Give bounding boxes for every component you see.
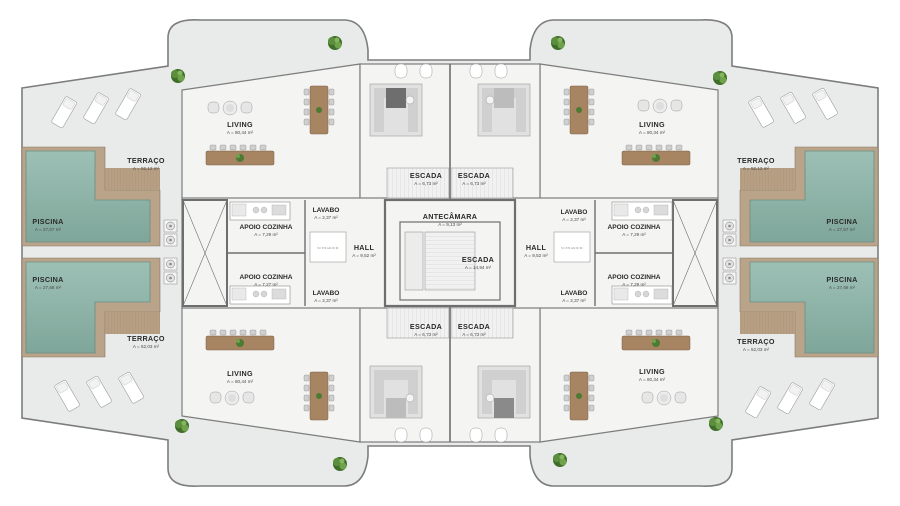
stairs — [386, 167, 514, 339]
area-escada-se: A = 6,73 m² — [462, 332, 486, 337]
area-hall-e: A = 9,52 m² — [524, 253, 548, 258]
label-escada-sw: ESCADA — [410, 322, 442, 331]
sofa-sets — [369, 63, 531, 443]
label-apoio-sw: APOIO COZINHA — [239, 274, 292, 281]
label-piscina-sw: PISCINA — [32, 275, 63, 284]
label-hall-w: HALL — [354, 243, 375, 252]
label-lavabo-nw: LAVABO — [313, 207, 340, 214]
area-piscina-se: A = 27,68 m² — [829, 285, 856, 290]
pools — [25, 150, 875, 354]
area-terraco-ne: A = 52,12 m² — [743, 166, 770, 171]
area-apoio-ne: A = 7,29 m² — [622, 232, 646, 237]
area-living-se: A = 80,34 m² — [639, 377, 666, 382]
area-terraco-sw: A = 52,03 m² — [133, 344, 160, 349]
label-escada-nw: ESCADA — [410, 171, 442, 180]
area-lavabo-ne: A = 2,37 m² — [562, 217, 586, 222]
area-living-nw: A = 80,44 m² — [227, 130, 254, 135]
logo-text-west: SCENARIUM — [317, 246, 338, 250]
label-piscina-ne: PISCINA — [826, 217, 857, 226]
lobby-logo-panels: SCENARIUM SCENARIUM — [309, 231, 591, 263]
area-antecamara: A = 9,13 m² — [438, 222, 462, 227]
label-living-sw: LIVING — [227, 369, 253, 378]
label-piscina-nw: PISCINA — [32, 217, 63, 226]
area-escada-nw: A = 6,73 m² — [414, 181, 438, 186]
label-living-nw: LIVING — [227, 120, 253, 129]
area-piscina-sw: A = 27,68 m² — [35, 285, 62, 290]
area-living-sw: A = 80,44 m² — [227, 379, 254, 384]
logo-text-east: SCENARIUM — [561, 246, 582, 250]
area-terraco-se: A = 52,03 m² — [743, 347, 770, 352]
label-living-ne: LIVING — [639, 120, 665, 129]
area-escada-c: A = 14,94 m² — [465, 265, 492, 270]
area-hall-w: A = 9,52 m² — [352, 253, 376, 258]
label-hall-e: HALL — [526, 243, 547, 252]
area-lavabo-nw: A = 2,37 m² — [314, 215, 338, 220]
label-terraco-sw: TERRAÇO — [127, 334, 165, 343]
label-living-se: LIVING — [639, 367, 665, 376]
area-apoio-se: A = 7,29 m² — [622, 282, 646, 287]
room-labels: TERRAÇO A = 52,12 m² TERRAÇO A = 52,03 m… — [32, 120, 857, 384]
core-walls — [182, 64, 718, 442]
label-apoio-nw: APOIO COZINHA — [239, 224, 292, 231]
label-apoio-se: APOIO COZINHA — [607, 274, 660, 281]
label-escada-c: ESCADA — [462, 255, 494, 264]
label-apoio-ne: APOIO COZINHA — [607, 224, 660, 231]
label-terraco-nw: TERRAÇO — [127, 156, 165, 165]
label-lavabo-sw: LAVABO — [313, 290, 340, 297]
label-lavabo-se: LAVABO — [561, 290, 588, 297]
area-apoio-sw: A = 7,27 m² — [254, 282, 278, 287]
label-terraco-se: TERRAÇO — [737, 337, 775, 346]
area-lavabo-se: A = 2,37 m² — [562, 298, 586, 303]
area-piscina-nw: A = 27,67 m² — [35, 227, 62, 232]
area-living-ne: A = 80,34 m² — [639, 130, 666, 135]
area-escada-ne: A = 6,73 m² — [462, 181, 486, 186]
label-antecamara: ANTECÂMARA — [423, 212, 478, 221]
label-terraco-ne: TERRAÇO — [737, 156, 775, 165]
area-piscina-ne: A = 27,67 m² — [829, 227, 856, 232]
label-lavabo-ne: LAVABO — [561, 209, 588, 216]
area-apoio-nw: A = 7,29 m² — [254, 232, 278, 237]
label-escada-se: ESCADA — [458, 322, 490, 331]
area-lavabo-sw: A = 2,37 m² — [314, 298, 338, 303]
label-escada-ne: ESCADA — [458, 171, 490, 180]
area-terraco-nw: A = 52,12 m² — [133, 166, 160, 171]
label-piscina-se: PISCINA — [826, 275, 857, 284]
area-escada-sw: A = 6,73 m² — [414, 332, 438, 337]
